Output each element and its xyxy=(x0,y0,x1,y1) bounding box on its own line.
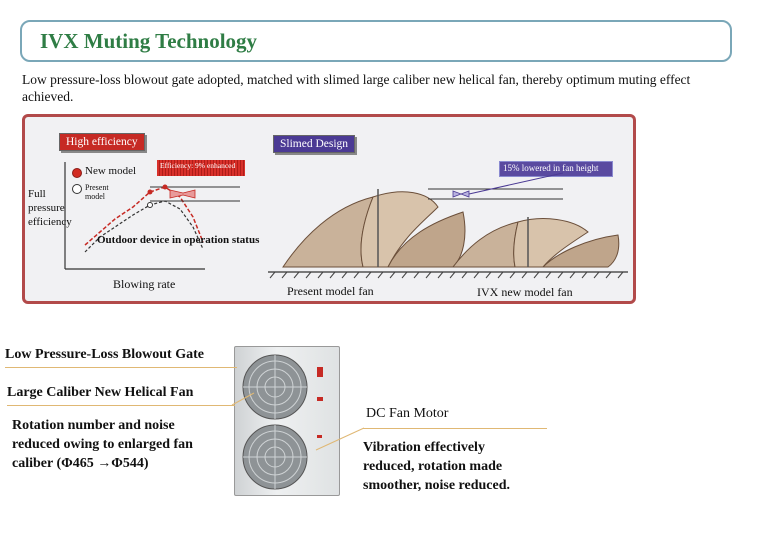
motor-desc-line-2: reduced, rotation made xyxy=(363,459,503,474)
operation-annotation: Outdoor device in operation status xyxy=(97,234,260,246)
fan-illustration xyxy=(268,172,628,279)
callout-connector-fan xyxy=(231,392,255,406)
efficiency-chart xyxy=(64,162,240,270)
legend-present-model: Present model xyxy=(85,183,109,201)
intro-text: Low pressure-loss blowout gate adopted, … xyxy=(22,72,691,104)
motor-desc-line-1: Vibration effectively xyxy=(363,440,485,455)
outdoor-unit-drawing xyxy=(242,354,323,490)
fan-desc-line-2: reduced owing to enlarged fan xyxy=(12,437,193,452)
red-dot-icon xyxy=(72,168,82,178)
motor-description: Vibration effectively reduced, rotation … xyxy=(363,438,510,495)
new-fan-label: IVX new model fan xyxy=(477,285,573,299)
high-efficiency-tag: High efficiency xyxy=(59,133,145,151)
feature-helical-fan: Large Caliber New Helical Fan xyxy=(7,385,194,400)
x-axis-label: Blowing rate xyxy=(113,277,176,291)
callout-line-gate xyxy=(5,367,237,368)
hollow-dot-icon xyxy=(72,184,82,194)
fan-desc-line-3: caliber (Φ465 →Φ544) xyxy=(12,456,149,471)
slimed-design-tag: Slimed Design xyxy=(273,135,356,153)
fan-desc-line-1: Rotation number and noise xyxy=(12,418,175,433)
callout-line-fan xyxy=(7,405,235,406)
page-title: IVX Muting Technology xyxy=(40,29,258,53)
callout-connector-motor xyxy=(315,427,365,451)
feature-dc-fan-motor: DC Fan Motor xyxy=(366,406,449,421)
legend-new-model: New model xyxy=(85,165,137,177)
y-axis-label: Full pressure efficiency xyxy=(28,188,72,228)
feature-blowout-gate: Low Pressure-Loss Blowout Gate xyxy=(5,347,204,362)
present-fan-label: Present model fan xyxy=(287,284,374,298)
height-note: 15% lowered in fan height xyxy=(499,161,613,177)
diagram-panel: High efficiency Slimed Design Efficiency… xyxy=(22,114,636,304)
motor-desc-line-3: smoother, noise reduced. xyxy=(363,478,510,493)
title-box: IVX Muting Technology xyxy=(20,20,732,62)
callout-line-motor xyxy=(363,428,547,429)
outdoor-unit xyxy=(234,346,340,496)
fan-description: Rotation number and noise reduced owing … xyxy=(12,416,193,473)
efficiency-note: Efficiency: 9% enhanced xyxy=(157,160,245,176)
